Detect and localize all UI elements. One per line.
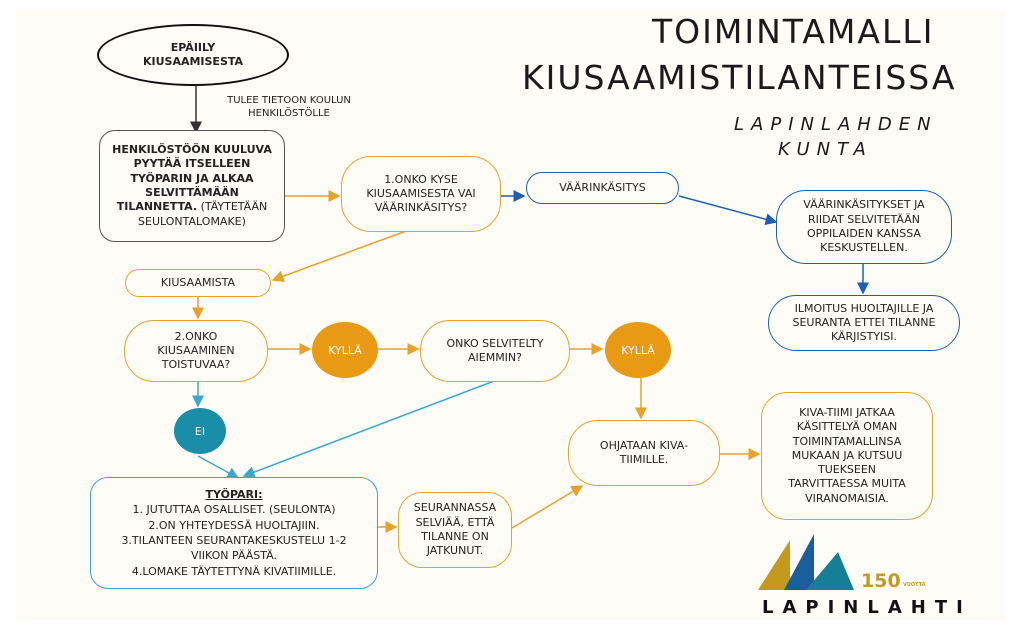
no-label: EI <box>194 424 206 438</box>
staff-text-rest: (TÄYTETÄÄN SEULONTALOMAKE) <box>138 200 268 228</box>
work-pair-title: TYÖPARI: <box>205 487 263 501</box>
logo-name: LAPINLAHTI <box>762 597 972 618</box>
question-2-label: 2.ONKO KIUSAAMINEN TOISTUVAA? <box>157 329 235 372</box>
notify-label: ILMOITUS HUOLTAJILLE JA SEURANTA ETTEI T… <box>792 301 936 344</box>
kiva-label: OHJATAAN KIVA- TIIMILLE. <box>599 438 689 466</box>
yes-2-label: KYLLÄ <box>621 343 655 357</box>
yes-circle-2: KYLLÄ <box>605 322 671 378</box>
misunderstanding-label: VÄÄRINKÄSITYS <box>559 180 646 194</box>
followup-label: SEURANNASSA SELVIÄÄ, ETTÄ TILANNE ON JAT… <box>413 501 497 558</box>
start-ellipse-suspicion: EPÄIILY KIUSAAMISESTA <box>97 24 289 86</box>
arrow-q3-to-workpair <box>242 380 495 478</box>
arrow-misunderstanding-to-action <box>678 195 778 226</box>
misunderstanding-action-box: VÄÄRINKÄSITYKSET JA RIIDAT SELVITETÄÄN O… <box>776 190 952 264</box>
no-circle: EI <box>174 408 226 454</box>
staff-text: HENKILÖSTÖÖN KUULUVA PYYTÄÄ ITSELLEEN TY… <box>112 143 272 229</box>
yes-circle-1: KYLLÄ <box>312 322 378 378</box>
misunderstanding-action-label: VÄÄRINKÄSITYKSET JA RIIDAT SELVITETÄÄN O… <box>803 198 925 255</box>
work-pair-box: TYÖPARI: 1. JUTUTTAA OSALLISET. (SEULONT… <box>90 477 378 589</box>
logo-sub: VUOTTA <box>903 582 926 588</box>
start-note: TULEE TIETOON KOULUN HENKILÖSTÖLLE <box>227 95 351 119</box>
staff-text-bold: HENKILÖSTÖÖN KUULUVA PYYTÄÄ ITSELLEEN TY… <box>112 143 272 214</box>
subtitle-line-1: LAPINLAHDEN <box>734 114 938 135</box>
work-pair-step-3: 3.TILANTEEN SEURANTAKESKUSTELU 1-2 VIIKO… <box>121 534 347 563</box>
flowchart-canvas: TOIMINTAMALLI KIUSAAMISTILANTEISSA LAPIN… <box>16 10 1006 620</box>
arrow-no-to-workpair <box>197 455 240 479</box>
arrow-q1-to-bullying <box>271 230 407 283</box>
kiva-box: OHJATAAN KIVA- TIIMILLE. <box>568 420 720 486</box>
question-3-label: ONKO SELVITELTY AIEMMIN? <box>446 336 544 364</box>
kiva-action-box: KIVA-TIIMI JATKAA KÄSITTELYÄ OMAN TOIMIN… <box>761 392 933 520</box>
misunderstanding-box: VÄÄRINKÄSITYS <box>526 172 679 204</box>
followup-box: SEURANNASSA SELVIÄÄ, ETTÄ TILANNE ON JAT… <box>398 492 512 568</box>
bullying-label: KIUSAAMISTA <box>160 275 236 289</box>
question-1-label: 1.ONKO KYSE KIUSAAMISESTA VAI VÄÄRINKÄSI… <box>366 172 476 215</box>
logo-gold-peak <box>758 540 790 590</box>
logo-number: 150 <box>861 570 901 592</box>
connector-layer <box>190 86 869 533</box>
work-pair-step-4: 4.LOMAKE TÄYTETTYNÄ KIVATIIMILLE. <box>131 564 337 578</box>
notify-box: ILMOITUS HUOLTAJILLE JA SEURANTA ETTEI T… <box>768 295 960 351</box>
start-label: EPÄIILY KIUSAAMISESTA <box>142 40 244 68</box>
arrow-followup-to-kiva <box>511 485 584 529</box>
logo-blue-peak <box>784 534 814 590</box>
work-pair-step-1: 1. JUTUTTAA OSALLISET. (SEULONTA) <box>132 503 336 517</box>
bullying-box: KIUSAAMISTA <box>125 269 271 297</box>
staff-box: HENKILÖSTÖÖN KUULUVA PYYTÄÄ ITSELLEEN TY… <box>99 130 285 242</box>
logo-teal-peak <box>806 552 854 590</box>
title-line-1: TOIMINTAMALLI <box>652 12 935 51</box>
title-line-2: KIUSAAMISTILANTEISSA <box>522 58 957 97</box>
question-2-box: 2.ONKO KIUSAAMINEN TOISTUVAA? <box>124 320 268 382</box>
kiva-action-label: KIVA-TIIMI JATKAA KÄSITTELYÄ OMAN TOIMIN… <box>788 405 906 505</box>
subtitle-line-2: KUNTA <box>778 139 873 160</box>
work-pair-step-2: 2.ON YHTEYDESSÄ HUOLTAJIIN. <box>148 518 320 532</box>
question-3-box: ONKO SELVITELTY AIEMMIN? <box>420 320 570 382</box>
question-1-box: 1.ONKO KYSE KIUSAAMISESTA VAI VÄÄRINKÄSI… <box>341 156 501 232</box>
lapinlahti-logo-mark <box>758 534 854 590</box>
yes-1-label: KYLLÄ <box>328 343 362 357</box>
